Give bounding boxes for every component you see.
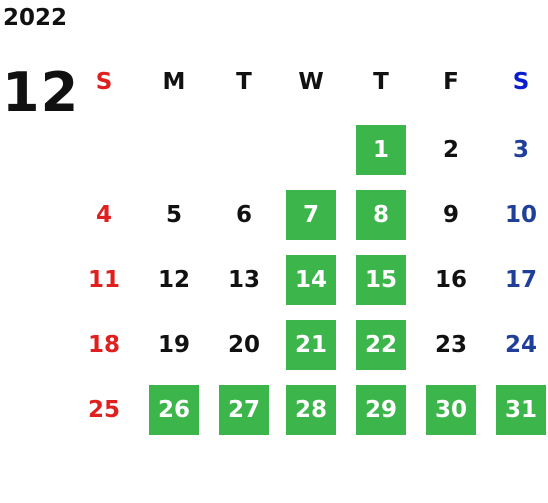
day-cell[interactable]: 5 bbox=[165, 202, 182, 228]
day-cell[interactable]: 17 bbox=[504, 267, 537, 293]
day-cell[interactable]: 3 bbox=[512, 137, 529, 163]
week-row: 1 2 3 bbox=[70, 125, 548, 175]
day-cell[interactable]: 11 bbox=[87, 267, 120, 293]
empty-day-cell bbox=[79, 125, 129, 175]
empty-day-cell bbox=[286, 125, 336, 175]
day-cell[interactable]: 2 bbox=[442, 137, 459, 163]
weekday-thursday: T bbox=[373, 69, 389, 95]
day-cell[interactable]: 30 bbox=[426, 385, 476, 435]
day-cell[interactable]: 8 bbox=[356, 190, 406, 240]
day-cell[interactable]: 24 bbox=[504, 332, 537, 358]
day-cell[interactable]: 1 bbox=[356, 125, 406, 175]
weekday-tuesday: T bbox=[236, 69, 252, 95]
day-cell[interactable]: 23 bbox=[434, 332, 467, 358]
weekday-friday: F bbox=[443, 69, 459, 95]
day-cell[interactable]: 10 bbox=[504, 202, 537, 228]
day-cell[interactable]: 25 bbox=[87, 397, 120, 423]
week-row: 18 19 20 21 22 23 24 bbox=[70, 320, 548, 370]
calendar-month: 12 bbox=[2, 61, 80, 124]
day-cell[interactable]: 14 bbox=[286, 255, 336, 305]
day-cell[interactable]: 9 bbox=[442, 202, 459, 228]
day-cell[interactable]: 21 bbox=[286, 320, 336, 370]
empty-day-cell bbox=[149, 125, 199, 175]
day-cell[interactable]: 28 bbox=[286, 385, 336, 435]
day-cell[interactable]: 13 bbox=[227, 267, 260, 293]
day-cell[interactable]: 22 bbox=[356, 320, 406, 370]
day-cell[interactable]: 18 bbox=[87, 332, 120, 358]
weekday-header: S M T W T F S bbox=[70, 57, 548, 107]
day-cell[interactable]: 26 bbox=[149, 385, 199, 435]
day-cell[interactable]: 4 bbox=[95, 202, 112, 228]
week-row: 11 12 13 14 15 16 17 bbox=[70, 255, 548, 305]
day-cell[interactable]: 16 bbox=[434, 267, 467, 293]
day-cell[interactable]: 29 bbox=[356, 385, 406, 435]
day-cell[interactable]: 31 bbox=[496, 385, 546, 435]
week-row: 25 26 27 28 29 30 31 bbox=[70, 385, 548, 435]
weekday-wednesday: W bbox=[298, 69, 324, 95]
weekday-monday: M bbox=[162, 69, 186, 95]
day-cell[interactable]: 27 bbox=[219, 385, 269, 435]
day-cell[interactable]: 7 bbox=[286, 190, 336, 240]
weekday-sunday: S bbox=[95, 69, 113, 95]
day-cell[interactable]: 6 bbox=[235, 202, 252, 228]
day-cell[interactable]: 19 bbox=[157, 332, 190, 358]
day-cell[interactable]: 15 bbox=[356, 255, 406, 305]
day-cell[interactable]: 12 bbox=[157, 267, 190, 293]
weekday-saturday: S bbox=[512, 69, 530, 95]
calendar-year: 2022 bbox=[3, 5, 68, 31]
empty-day-cell bbox=[219, 125, 269, 175]
day-cell[interactable]: 20 bbox=[227, 332, 260, 358]
